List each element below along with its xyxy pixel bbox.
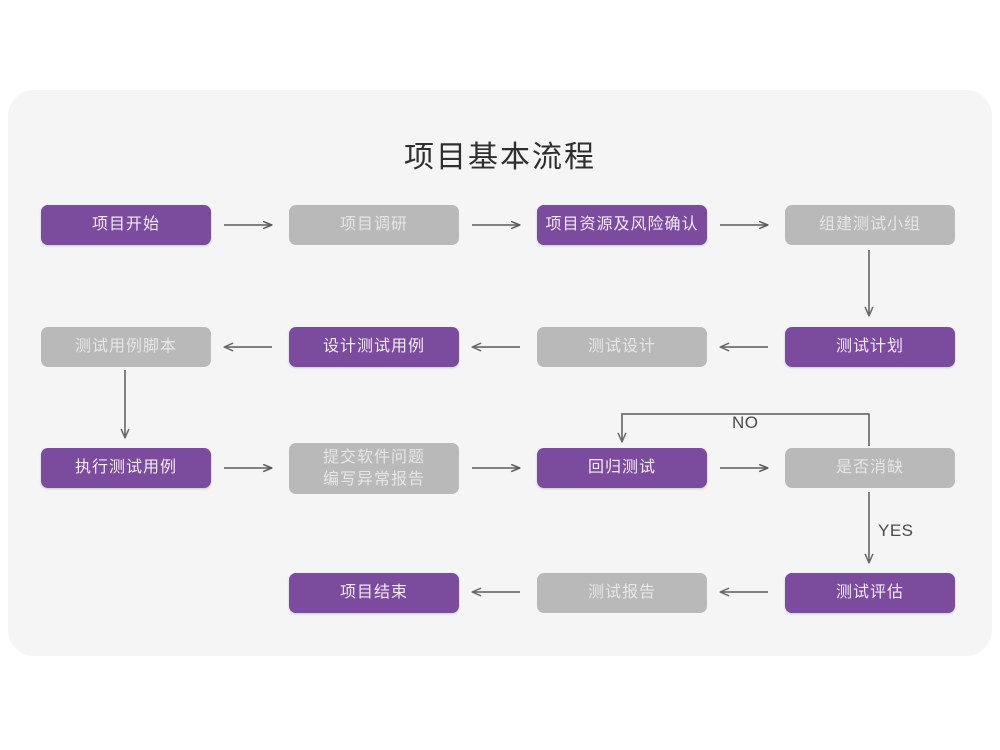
node-submit-issues-report[interactable]: 提交软件问题 编写异常报告 <box>289 443 459 494</box>
diagram-card <box>8 90 992 656</box>
node-test-evaluation[interactable]: 测试评估 <box>785 573 955 613</box>
node-project-end[interactable]: 项目结束 <box>289 573 459 613</box>
node-submit-issues-line1: 提交软件问题 <box>322 448 425 466</box>
node-form-test-team[interactable]: 组建测试小组 <box>785 205 955 245</box>
node-project-research[interactable]: 项目调研 <box>289 205 459 245</box>
node-project-start[interactable]: 项目开始 <box>41 205 211 245</box>
node-resource-risk-confirm[interactable]: 项目资源及风险确认 <box>537 205 707 245</box>
node-regression-test[interactable]: 回归测试 <box>537 448 707 488</box>
node-test-plan[interactable]: 测试计划 <box>785 327 955 367</box>
edge-label-yes: YES <box>878 521 914 540</box>
node-test-report[interactable]: 测试报告 <box>537 573 707 613</box>
node-defects-cleared[interactable]: 是否消缺 <box>785 448 955 488</box>
node-submit-issues-line2: 编写异常报告 <box>322 470 425 488</box>
edge-label-no: NO <box>732 413 759 432</box>
node-test-design[interactable]: 测试设计 <box>537 327 707 367</box>
page-title: 项目基本流程 <box>404 141 596 174</box>
node-design-test-cases[interactable]: 设计测试用例 <box>289 327 459 367</box>
node-execute-test-cases[interactable]: 执行测试用例 <box>41 448 211 488</box>
node-test-case-script[interactable]: 测试用例脚本 <box>41 327 211 367</box>
